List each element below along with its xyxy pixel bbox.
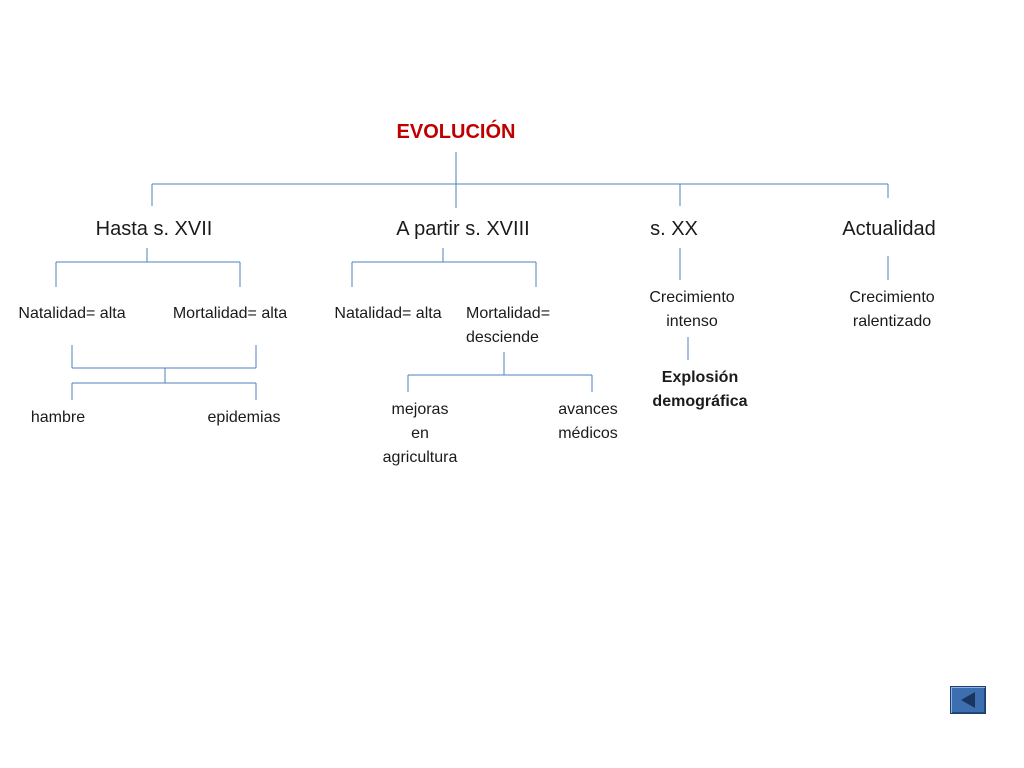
explosion-demografica-label: Explosión demográfica <box>640 366 760 414</box>
period-actualidad: Actualidad <box>842 218 936 240</box>
cause-line: en <box>411 425 429 442</box>
crecimiento-intenso-label: Crecimiento intenso <box>632 286 752 334</box>
cause-mejoras-agricultura: mejoras en agricultura <box>365 398 475 470</box>
explosion-line: demográfica <box>652 393 748 410</box>
cause-line: agricultura <box>382 449 458 466</box>
natalidad-alta-label: Natalidad= alta <box>18 305 126 322</box>
period-hasta-xvii: Hasta s. XVII <box>95 218 213 240</box>
mortalidad-desciende-label: Mortalidad= desciende <box>466 302 576 350</box>
back-button[interactable] <box>950 686 986 714</box>
back-arrow-icon <box>961 692 975 708</box>
diagram-title: EVOLUCIÓN <box>396 121 516 143</box>
crecimiento-line: intenso <box>666 313 718 330</box>
mortalidad-line: desciende <box>466 329 539 346</box>
period-a-partir-xviii: A partir s. XVIII <box>396 218 530 240</box>
mortalidad-alta-label: Mortalidad= alta <box>172 305 288 322</box>
crecimiento-line: Crecimiento <box>849 289 935 306</box>
cause-hambre: hambre <box>30 409 86 426</box>
period-s-xx: s. XX <box>650 218 698 240</box>
explosion-line: Explosión <box>661 369 739 386</box>
cause-epidemias: epidemias <box>207 409 281 426</box>
cause-line: médicos <box>558 425 618 442</box>
cause-avances-medicos: avances médicos <box>538 398 638 446</box>
crecimiento-ralentizado-label: Crecimiento ralentizado <box>832 286 952 334</box>
cause-line: avances <box>558 401 618 418</box>
crecimiento-line: Crecimiento <box>649 289 735 306</box>
cause-line: mejoras <box>391 401 449 418</box>
crecimiento-line: ralentizado <box>852 313 932 330</box>
natalidad-alta-label: Natalidad= alta <box>334 305 442 322</box>
mortalidad-line: Mortalidad= <box>466 305 551 322</box>
